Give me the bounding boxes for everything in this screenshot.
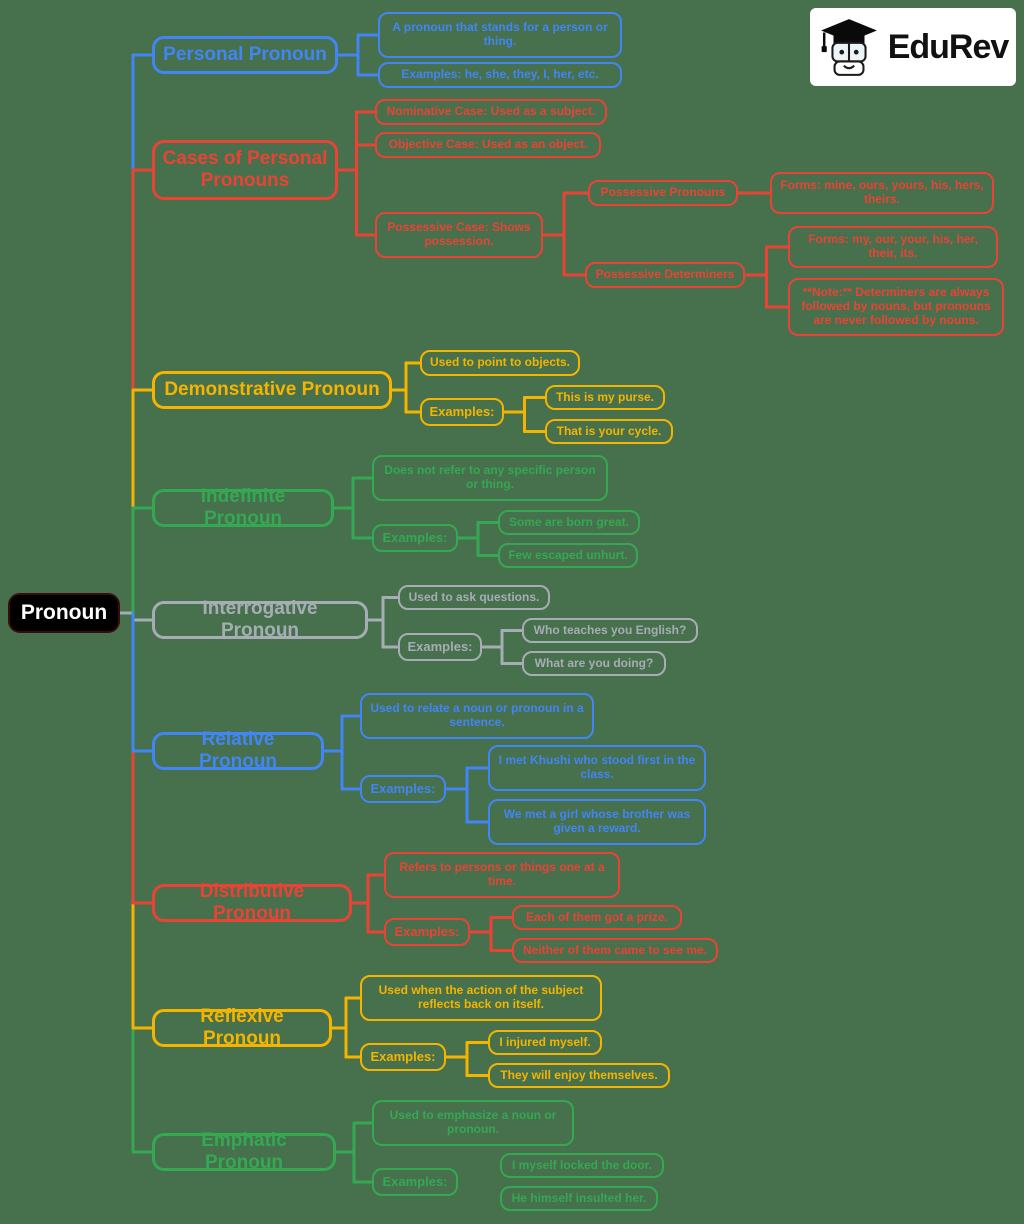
demonstrative-example-2: That is your cycle.: [545, 419, 673, 444]
cases-nominative: Nominative Case: Used as a subject.: [375, 99, 607, 125]
branch-relative-pronoun: Relative Pronoun: [152, 729, 324, 772]
branch-cases-of-personal-pronouns: Cases of Personal Pronouns: [152, 140, 338, 200]
distributive-examples-label: Examples:: [384, 918, 470, 946]
branch-interrogative-pronoun: Interrogative Pronoun: [152, 598, 368, 641]
branch-emphatic-pronoun: Emphatic Pronoun: [152, 1130, 336, 1173]
graduate-cap-mascot-icon: [820, 19, 877, 76]
reflexive-definition: Used when the action of the subject refl…: [360, 975, 602, 1021]
root-node-pronoun: Pronoun: [8, 593, 120, 633]
personal-definition: A pronoun that stands for a person or th…: [378, 12, 622, 58]
emphatic-examples-label: Examples:: [372, 1168, 458, 1196]
possessive-pronouns-forms: Forms: mine, ours, yours, his, hers, the…: [770, 172, 994, 214]
interrogative-definition: Used to ask questions.: [398, 585, 550, 610]
reflexive-examples-label: Examples:: [360, 1043, 446, 1071]
relative-examples-label: Examples:: [360, 775, 446, 803]
branch-distributive-pronoun: Distributive Pronoun: [152, 881, 352, 924]
interrogative-example-2: What are you doing?: [522, 651, 666, 676]
demonstrative-example-1: This is my purse.: [545, 385, 665, 410]
possessive-determiners: Possessive Determiners: [585, 262, 745, 288]
branch-indefinite-pronoun: Indefinite Pronoun: [152, 486, 334, 529]
indefinite-definition: Does not refer to any specific person or…: [372, 455, 608, 501]
distributive-example-2: Neither of them came to see me.: [512, 938, 718, 963]
interrogative-examples-label: Examples:: [398, 633, 482, 661]
reflexive-example-1: I injured myself.: [488, 1030, 602, 1055]
branch-demonstrative-pronoun: Demonstrative Pronoun: [152, 371, 392, 409]
interrogative-example-1: Who teaches you English?: [522, 618, 698, 643]
possessive-determiners-forms: Forms: my, our, your, his, her, their, i…: [788, 226, 998, 268]
relative-definition: Used to relate a noun or pronoun in a se…: [360, 693, 594, 739]
possessive-pronouns: Possessive Pronouns: [588, 180, 738, 206]
distributive-definition: Refers to persons or things one at a tim…: [384, 852, 620, 898]
indefinite-examples-label: Examples:: [372, 524, 458, 552]
relative-example-2: We met a girl whose brother was given a …: [488, 799, 706, 845]
possessive-determiners-note: **Note:** Determiners are always followe…: [788, 278, 1004, 336]
distributive-example-1: Each of them got a prize.: [512, 905, 682, 930]
cases-objective: Objective Case: Used as an object.: [375, 132, 601, 158]
indefinite-example-1: Some are born great.: [498, 510, 640, 535]
branch-personal-pronoun: Personal Pronoun: [152, 36, 338, 74]
emphatic-example-1: I myself locked the door.: [500, 1153, 664, 1178]
reflexive-example-2: They will enjoy themselves.: [488, 1063, 670, 1088]
cases-possessive: Possessive Case: Shows possession.: [375, 212, 543, 258]
demonstrative-definition: Used to point to objects.: [420, 350, 580, 376]
edurev-logo: EduRev: [810, 8, 1016, 86]
demonstrative-examples-label: Examples:: [420, 398, 504, 426]
indefinite-example-2: Few escaped unhurt.: [498, 543, 638, 568]
branch-reflexive-pronoun: Reflexive Pronoun: [152, 1006, 332, 1049]
relative-example-1: I met Khushi who stood first in the clas…: [488, 745, 706, 791]
edurev-logo-text: EduRev: [887, 27, 1010, 66]
personal-examples: Examples: he, she, they, I, her, etc.: [378, 62, 622, 88]
emphatic-example-2: He himself insulted her.: [500, 1186, 658, 1211]
emphatic-definition: Used to emphasize a noun or pronoun.: [372, 1100, 574, 1146]
